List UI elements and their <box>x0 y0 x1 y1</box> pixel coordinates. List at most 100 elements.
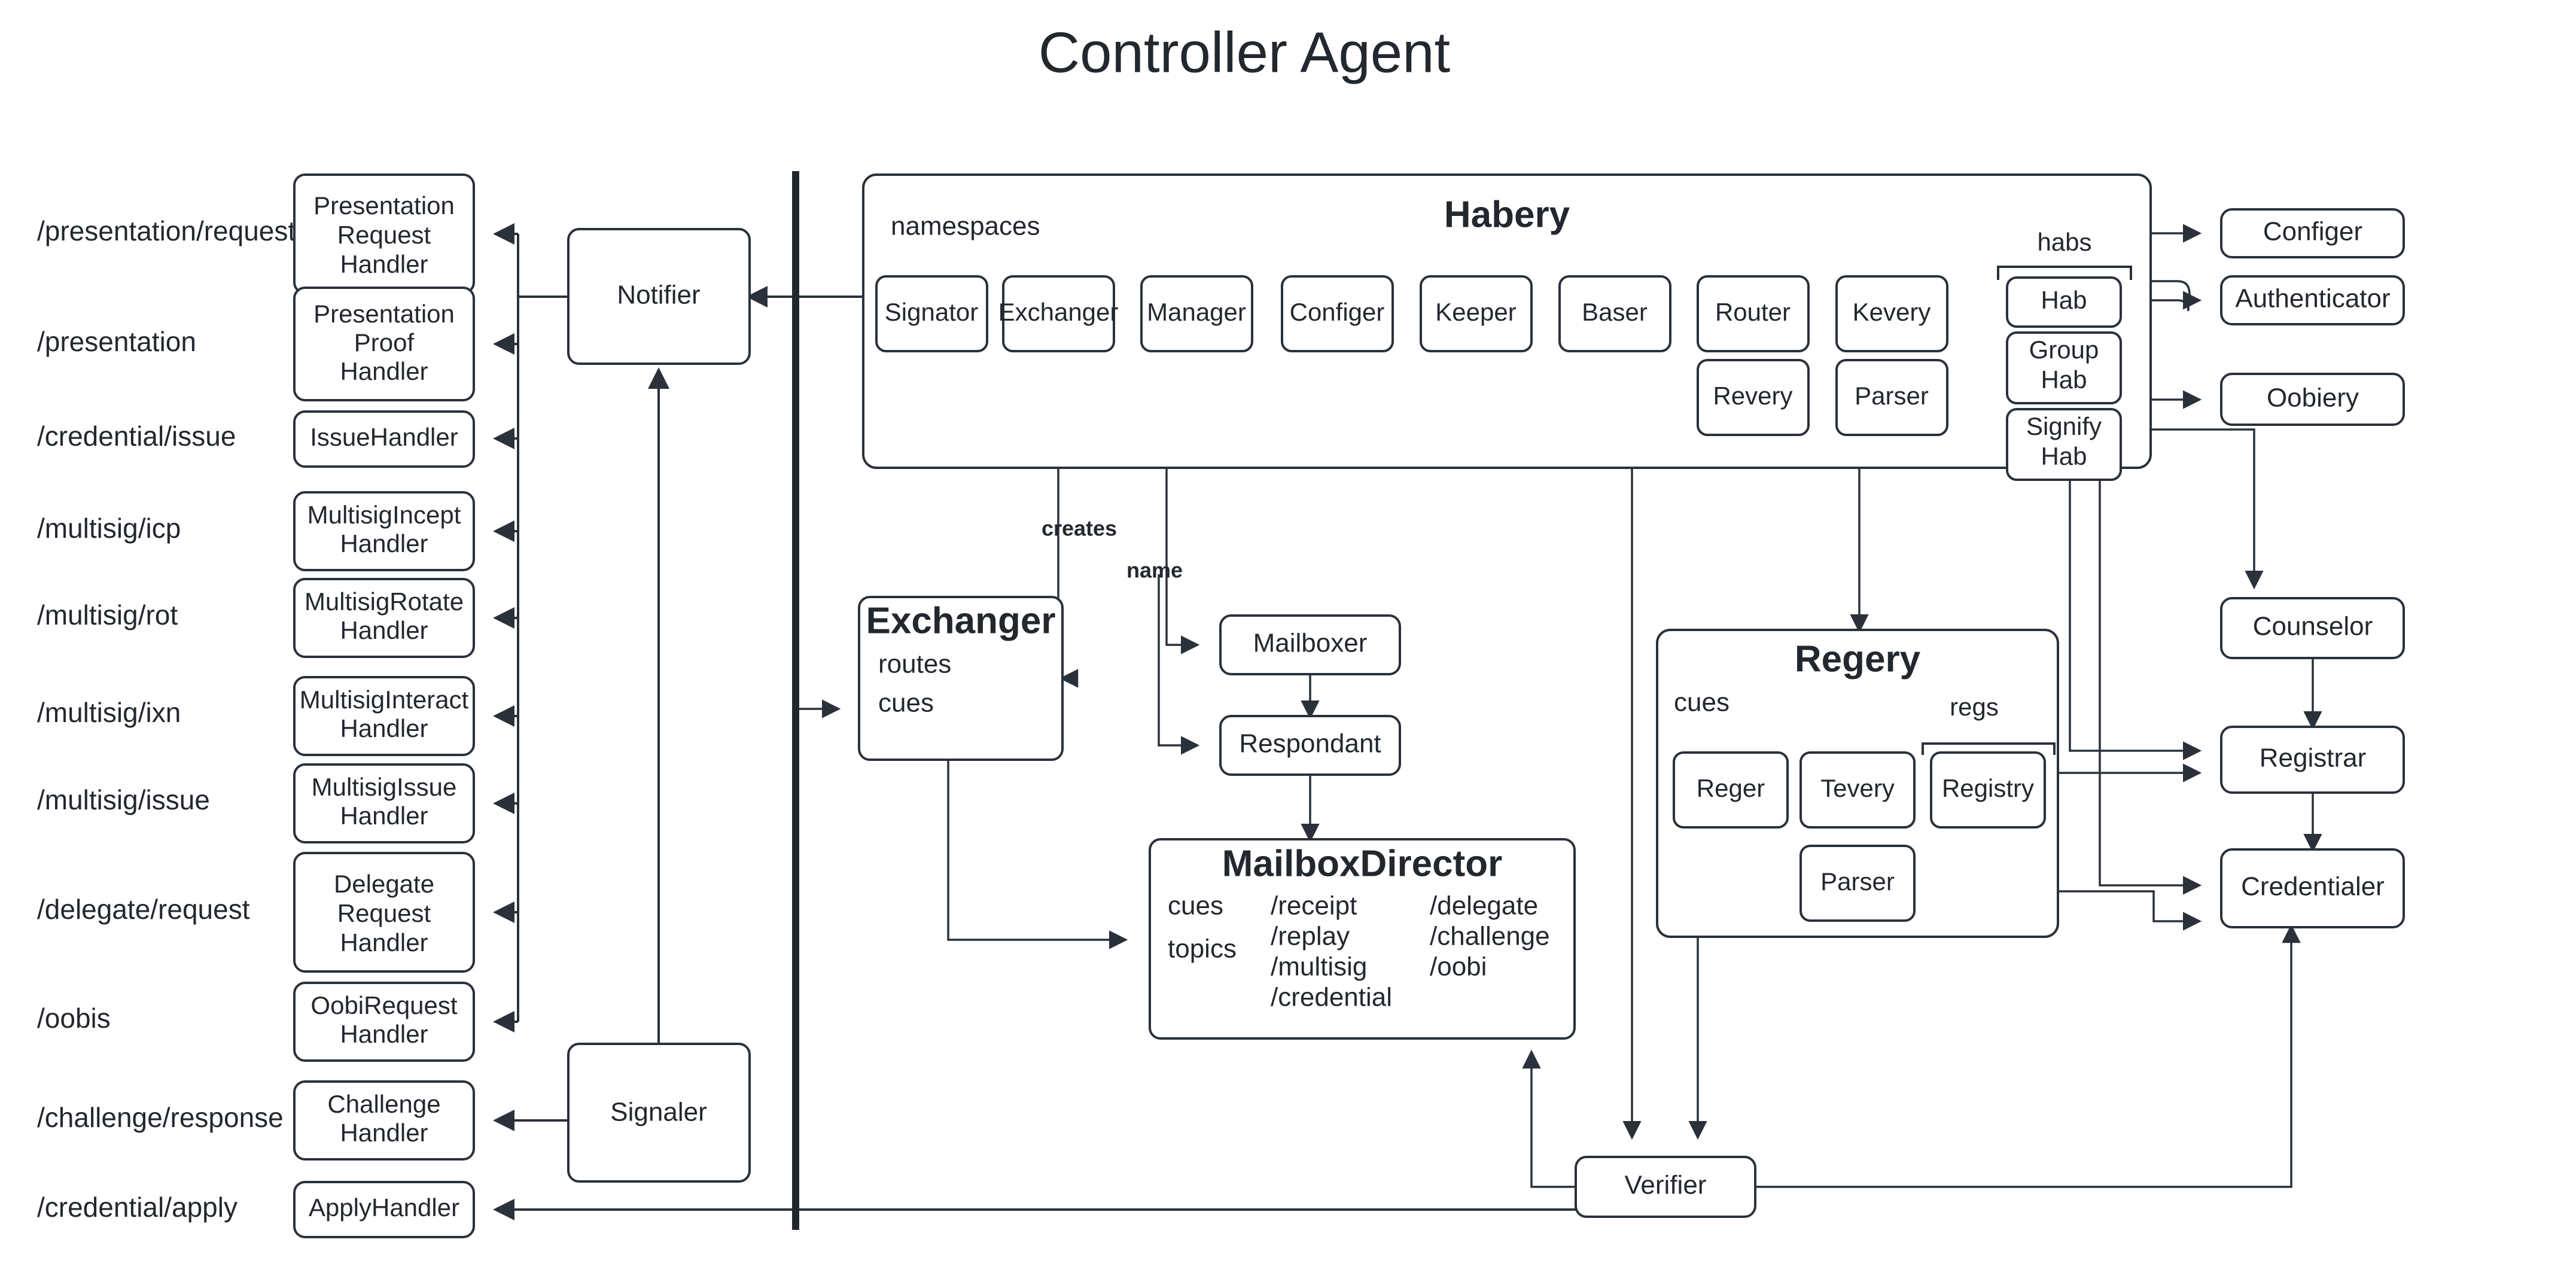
mailbox-director-attr: topics <box>1168 934 1237 964</box>
handler-box-multisig-incept[interactable]: MultisigIncept Handler <box>293 491 475 571</box>
component-label: Router <box>1715 298 1791 326</box>
right-box-label: Registrar <box>2260 744 2367 773</box>
mailbox-director-title: MailboxDirector <box>1222 843 1503 884</box>
right-box-oobiery[interactable]: Oobiery <box>2220 373 2405 426</box>
mailbox-director-topic: /delegate <box>1430 891 1538 921</box>
component-label: Signator <box>885 298 978 326</box>
regery-component-tevery[interactable]: Tevery <box>1799 751 1916 829</box>
hab-label: Group <box>2029 336 2099 364</box>
mailbox-director-topic: /replay <box>1271 922 1350 951</box>
respondant-label: Respondant <box>1239 729 1381 759</box>
mailbox-director-topic: /credential <box>1271 983 1392 1012</box>
route-label: /multisig/issue <box>37 784 210 815</box>
right-box-configer[interactable]: Configer <box>2220 208 2405 258</box>
mailbox-director-topic: /oobi <box>1430 952 1487 982</box>
regery-group[interactable]: Regery cues regs Reger Tevery Registry P… <box>1656 629 2059 938</box>
hab-label: Signify <box>2026 412 2102 440</box>
notifier-box[interactable]: Notifier <box>567 228 751 365</box>
right-box-authenticator[interactable]: Authenticator <box>2220 275 2405 325</box>
handler-label: MultisigRotate <box>305 587 464 616</box>
exchanger-attr: cues <box>878 689 934 718</box>
regery-component-reger[interactable]: Reger <box>1673 751 1789 829</box>
component-label: Exchanger <box>998 298 1119 326</box>
handler-box-issue[interactable]: IssueHandler <box>293 410 475 468</box>
component-label: Parser <box>1820 867 1895 896</box>
habery-component-revery[interactable]: Revery <box>1697 359 1810 436</box>
mailbox-director-attr: cues <box>1168 891 1223 921</box>
route-label: /credential/issue <box>37 421 236 452</box>
handler-label: IssueHandler <box>310 423 458 451</box>
handler-box-multisig-interact[interactable]: MultisigInteract Handler <box>293 676 475 756</box>
regery-component-registry[interactable]: Registry <box>1930 751 2046 829</box>
right-box-counselor[interactable]: Counselor <box>2220 597 2405 659</box>
exchanger-box[interactable]: Exchanger routes cues <box>858 596 1064 761</box>
habery-component-manager[interactable]: Manager <box>1140 275 1253 352</box>
right-column-list: Configer Authenticator Oobiery Counselor… <box>2220 208 2405 928</box>
signaler-label: Signaler <box>610 1098 707 1127</box>
handler-box-presentation-proof[interactable]: Presentation Proof Handler <box>293 287 475 401</box>
habery-habs-label: habs <box>2037 228 2091 256</box>
handler-label: Handler <box>340 250 428 278</box>
hab-label: Hab <box>2041 286 2087 314</box>
habery-title: Habery <box>1444 194 1570 235</box>
handler-box-delegate-request[interactable]: Delegate Request Handler <box>293 852 475 973</box>
habery-component-parser[interactable]: Parser <box>1835 359 1948 436</box>
exchanger-attr: routes <box>878 650 951 679</box>
mailboxer-label: Mailboxer <box>1253 629 1368 658</box>
right-box-label: Credentialer <box>2241 872 2385 901</box>
route-label: /challenge/response <box>37 1102 284 1133</box>
handler-label: Challenge <box>327 1090 440 1118</box>
route-label: /delegate/request <box>37 894 250 925</box>
respondant-box[interactable]: Respondant <box>1219 715 1401 776</box>
handler-label: Request <box>337 899 431 927</box>
handler-label: Handler <box>340 1020 428 1048</box>
edge-label-creates: creates <box>1042 516 1117 541</box>
habery-component-configer[interactable]: Configer <box>1281 275 1394 352</box>
handler-box-oobi-request[interactable]: OobiRequest Handler <box>293 982 475 1062</box>
habery-group[interactable]: Habery namespaces habs Signator Exchange… <box>862 173 2152 481</box>
component-label: Revery <box>1713 382 1792 410</box>
route-label: /multisig/ixn <box>37 697 181 728</box>
route-label: /presentation/request <box>37 215 296 246</box>
handler-label: OobiRequest <box>310 991 457 1019</box>
signaler-box[interactable]: Signaler <box>567 1043 751 1183</box>
right-box-label: Configer <box>2263 217 2362 246</box>
mailboxer-box[interactable]: Mailboxer <box>1219 614 1401 675</box>
habery-hab[interactable]: Hab <box>2006 276 2122 328</box>
route-label-list: /presentation/request /presentation /cre… <box>37 215 296 1223</box>
edge-label-name: name <box>1126 558 1183 583</box>
handler-box-multisig-rotate[interactable]: MultisigRotate Handler <box>293 578 475 658</box>
habery-component-exchanger[interactable]: Exchanger <box>998 275 1119 352</box>
handler-box-challenge[interactable]: Challenge Handler <box>293 1080 475 1161</box>
regery-cues-label: cues <box>1674 688 1729 717</box>
handler-box-presentation-request[interactable]: Presentation Request Handler <box>293 173 475 294</box>
right-box-registrar[interactable]: Registrar <box>2220 726 2405 794</box>
regery-component-parser[interactable]: Parser <box>1799 845 1916 922</box>
habery-group-hab[interactable]: Group Hab <box>2006 331 2122 404</box>
habery-component-baser[interactable]: Baser <box>1558 275 1671 352</box>
regery-title: Regery <box>1795 638 1921 680</box>
component-label: Reger <box>1697 774 1765 802</box>
handler-box-multisig-issue[interactable]: MultisigIssue Handler <box>293 763 475 843</box>
hab-label: Hab <box>2041 442 2087 470</box>
habery-signify-hab[interactable]: Signify Hab <box>2006 408 2122 481</box>
handler-label: Handler <box>340 802 428 830</box>
handler-label: Presentation <box>313 300 455 328</box>
verifier-box[interactable]: Verifier <box>1575 1156 1756 1218</box>
handler-label: MultisigInteract <box>300 686 469 714</box>
mailbox-director-box[interactable]: MailboxDirector cues topics /receipt /re… <box>1149 838 1576 1040</box>
habery-component-kevery[interactable]: Kevery <box>1835 275 1948 352</box>
habery-component-router[interactable]: Router <box>1697 275 1810 352</box>
regery-regs-label: regs <box>1950 693 1999 721</box>
handler-label: Request <box>337 221 431 249</box>
right-box-label: Authenticator <box>2235 284 2390 313</box>
habery-component-signator[interactable]: Signator <box>875 275 988 352</box>
component-label: Parser <box>1855 382 1929 410</box>
habery-component-keeper[interactable]: Keeper <box>1420 275 1533 352</box>
handler-box-apply[interactable]: ApplyHandler <box>293 1181 475 1238</box>
handler-box-list: Presentation Request Handler Presentatio… <box>293 173 475 1238</box>
handler-label: Handler <box>340 928 428 957</box>
verifier-label: Verifier <box>1625 1171 1707 1200</box>
right-box-credentialer[interactable]: Credentialer <box>2220 848 2405 928</box>
